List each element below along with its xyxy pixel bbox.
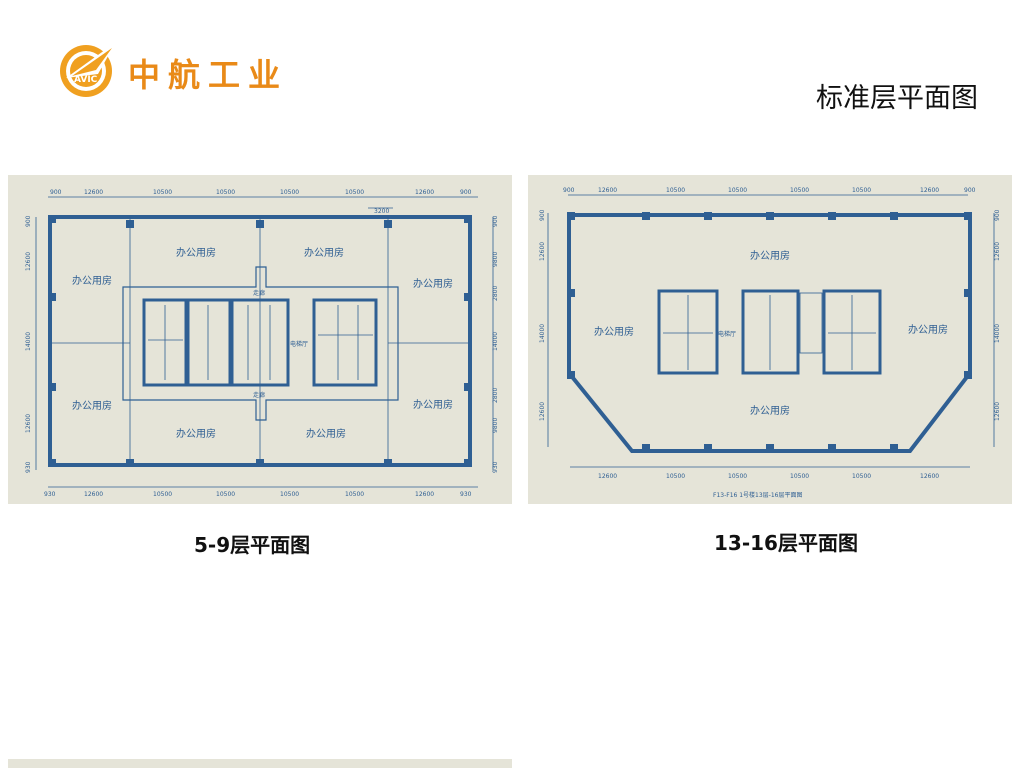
dim-right: 2800 (492, 388, 499, 403)
dim-left: 12600 (539, 402, 546, 421)
dim-left: 900 (539, 209, 546, 221)
dim-left: 12600 (25, 252, 32, 271)
dim-bottom: 12600 (84, 491, 103, 498)
dim-bottom: 10500 (345, 491, 364, 498)
room-label: 办公用房 (413, 277, 453, 290)
dim-bottom: 10500 (852, 473, 871, 480)
dim-top: 12600 (598, 187, 617, 194)
dim-top: 10500 (666, 187, 685, 194)
room-label: 办公用房 (72, 274, 112, 287)
dim-top: 12600 (415, 189, 434, 196)
dim-bottom: 10500 (666, 473, 685, 480)
dim-right: 12600 (994, 402, 1001, 421)
dim-bottom: 930 (44, 491, 56, 498)
floor-plan-13-16: 900 12600 10500 10500 10500 10500 12600 … (528, 175, 1012, 504)
dim-top: 10500 (280, 189, 299, 196)
lobby-label: 电梯厅 (718, 330, 736, 338)
dim-top: 10500 (345, 189, 364, 196)
dim-top: 10500 (728, 187, 747, 194)
dim-top: 10500 (153, 189, 172, 196)
dim-right: 14000 (492, 332, 499, 351)
dim-left: 900 (25, 215, 32, 227)
room-label: 办公用房 (306, 427, 346, 440)
caption-5-9: 5-9层平面图 (194, 533, 311, 557)
dim-left: 12600 (25, 414, 32, 433)
dim-bottom: 10500 (790, 473, 809, 480)
dim-top: 12600 (920, 187, 939, 194)
dim-right: 900 (994, 209, 1001, 221)
caption-13-16: 13-16层平面图 (714, 531, 858, 555)
room-label: 办公用房 (176, 427, 216, 440)
dim-top: 900 (964, 187, 976, 194)
plan-footnote: F13-F16 1号楼13层-16层平面图 (713, 491, 803, 499)
dim-bottom: 12600 (920, 473, 939, 480)
dim-left: 930 (25, 461, 32, 473)
dim-right: 930 (492, 461, 499, 473)
dim-right: 12600 (994, 242, 1001, 261)
dim-top: 10500 (790, 187, 809, 194)
room-label: 办公用房 (413, 398, 453, 411)
room-label: 办公用房 (304, 246, 344, 259)
dim-bottom: 10500 (280, 491, 299, 498)
page-title: 标准层平面图 (816, 83, 978, 114)
dim-left: 14000 (25, 332, 32, 351)
room-label: 办公用房 (750, 249, 790, 262)
dim-bottom: 930 (460, 491, 472, 498)
dim-bottom: 10500 (153, 491, 172, 498)
floor-plan-5-9: 900 12600 10500 10500 10500 10500 12600 … (8, 175, 512, 504)
dim-top: 10500 (852, 187, 871, 194)
dim-left: 14000 (539, 324, 546, 343)
dim-top: 900 (50, 189, 62, 196)
room-label: 办公用房 (594, 325, 634, 338)
dim-right: 2800 (492, 286, 499, 301)
logo-badge: AVIC (74, 75, 98, 85)
corridor-label: 走廊 (253, 391, 265, 399)
room-label: 办公用房 (72, 399, 112, 412)
corridor-label: 走廊 (253, 289, 265, 297)
dim-right: 9800 (492, 252, 499, 267)
dim-right: 14000 (994, 324, 1001, 343)
dim-left: 12600 (539, 242, 546, 261)
dim-top: 900 (460, 189, 472, 196)
room-label: 办公用房 (176, 246, 216, 259)
lobby-label: 电梯厅 (290, 340, 308, 348)
dim-top: 12600 (84, 189, 103, 196)
dim-top: 900 (563, 187, 575, 194)
next-plan-edge (8, 759, 512, 768)
dim-bottom: 10500 (728, 473, 747, 480)
dim-bottom: 10500 (216, 491, 235, 498)
logo-text: 中航工业 (128, 56, 289, 94)
room-label: 办公用房 (750, 404, 790, 417)
dim-sub: 3200 (374, 208, 389, 215)
dim-right: 9800 (492, 418, 499, 433)
dim-bottom: 12600 (415, 491, 434, 498)
avic-logo: AVIC 中航工业 (58, 38, 298, 100)
room-label: 办公用房 (908, 323, 948, 336)
avic-logo-icon: AVIC (60, 42, 116, 97)
dim-bottom: 12600 (598, 473, 617, 480)
dim-top: 10500 (216, 189, 235, 196)
dim-right: 900 (492, 215, 499, 227)
